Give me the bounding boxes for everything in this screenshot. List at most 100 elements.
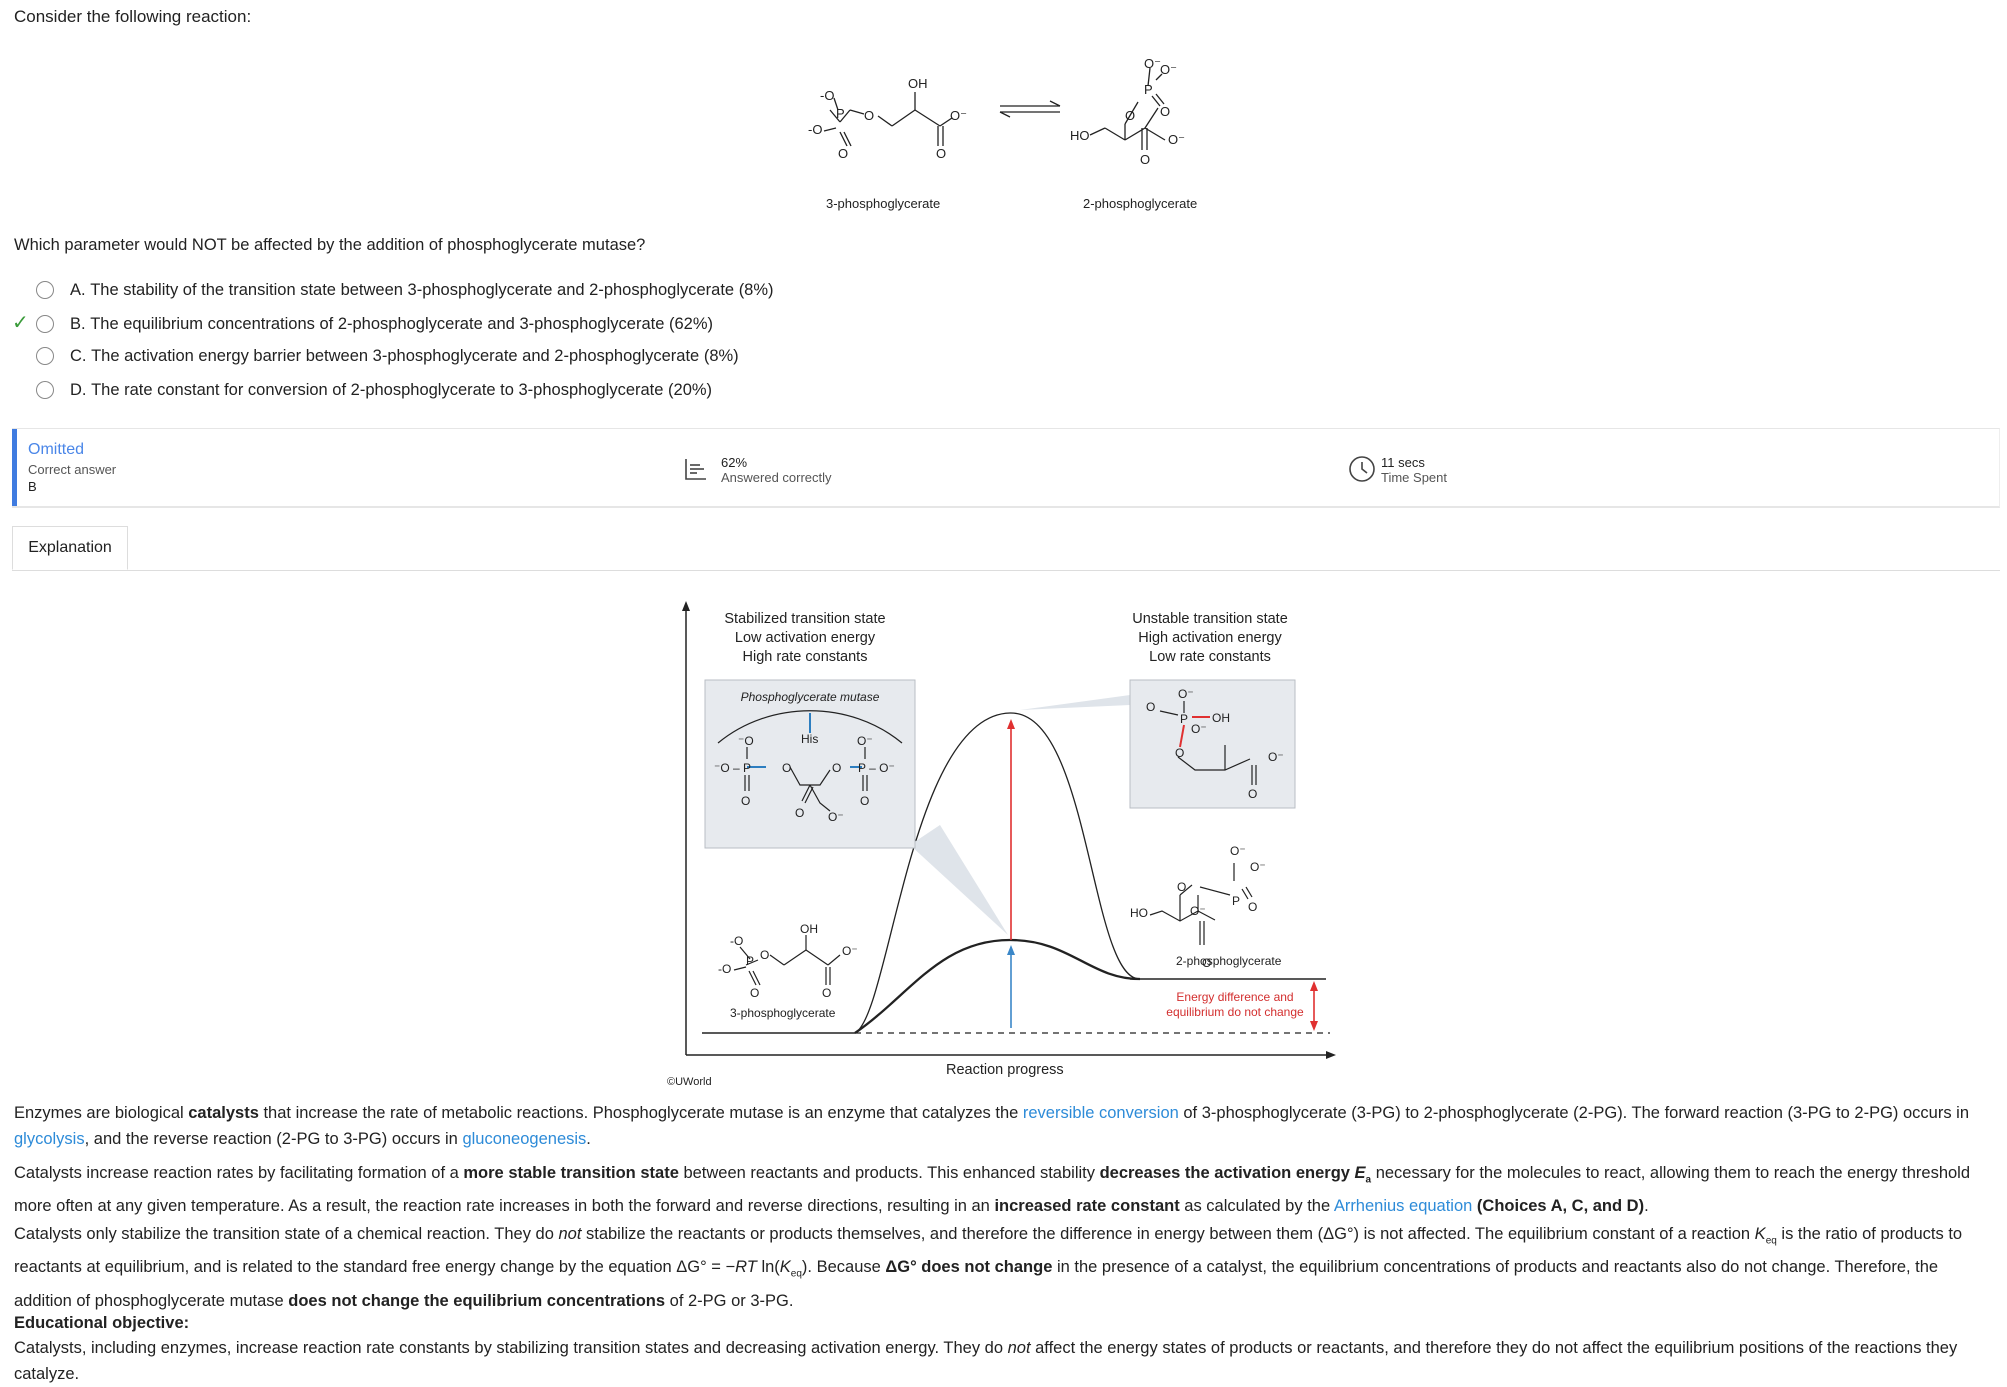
objective-text: Catalysts, including enzymes, increase r… xyxy=(14,1339,1958,1383)
link-glycolysis[interactable]: glycolysis xyxy=(14,1130,85,1148)
correct-check-icon: ✓ xyxy=(12,312,29,334)
transition-state-panel xyxy=(1129,679,1296,809)
svg-text:P – O⁻: P – O⁻ xyxy=(858,761,895,775)
diagram-reactant-label: 3-phosphoglycerate xyxy=(730,1006,836,1020)
svg-text:O: O xyxy=(838,146,848,161)
link-reversible-conversion[interactable]: reversible conversion xyxy=(1022,1104,1179,1122)
svg-text:-O: -O xyxy=(730,934,743,948)
svg-text:OH: OH xyxy=(1212,711,1230,725)
uncatalyzed-curve xyxy=(854,712,1141,1034)
svg-text:O⁻: O⁻ xyxy=(1144,56,1161,71)
svg-text:O: O xyxy=(864,108,874,123)
option-a[interactable]: A. The stability of the transition state… xyxy=(36,276,774,304)
status-text: Omitted xyxy=(28,441,85,458)
svg-text:P: P xyxy=(1144,82,1153,97)
svg-text:⁻O – P: ⁻O – P xyxy=(714,761,751,775)
svg-text:P: P xyxy=(1232,894,1240,908)
radio-button[interactable] xyxy=(36,281,54,299)
svg-text:O⁻: O⁻ xyxy=(828,810,844,824)
svg-text:O: O xyxy=(1175,746,1184,760)
svg-text:O: O xyxy=(750,986,759,1000)
svg-text:O: O xyxy=(1146,700,1155,714)
svg-text:O⁻: O⁻ xyxy=(1178,687,1194,701)
svg-text:O: O xyxy=(795,806,804,820)
explanation-paragraph-3: Catalysts only stabilize the transition … xyxy=(14,1225,1963,1310)
svg-text:O: O xyxy=(1177,880,1186,894)
objective-title: Educational objective: xyxy=(14,1314,190,1332)
option-text: The activation energy barrier between 3-… xyxy=(91,346,700,365)
link-gluconeogenesis[interactable]: gluconeogenesis xyxy=(462,1130,587,1148)
x-axis-label: Reaction progress xyxy=(946,1062,1064,1078)
percent-correct-value: 62% xyxy=(721,455,748,470)
time-spent-label: Time Spent xyxy=(1381,470,1447,485)
option-letter: C. xyxy=(70,346,87,365)
svg-text:O: O xyxy=(1202,956,1211,970)
option-percent: (62%) xyxy=(668,314,713,333)
svg-text:O⁻: O⁻ xyxy=(1160,62,1177,77)
radio-button[interactable] xyxy=(36,347,54,365)
question-stem: Which parameter would NOT be affected by… xyxy=(14,236,646,254)
enzyme-panel xyxy=(704,679,916,849)
svg-text:O: O xyxy=(860,794,869,808)
svg-text:O: O xyxy=(832,761,841,775)
clock-icon xyxy=(1349,456,1375,482)
option-text: The equilibrium concentrations of 2-phos… xyxy=(90,314,665,333)
correct-answer-value: B xyxy=(28,479,37,494)
link-arrhenius[interactable]: Arrhenius equation xyxy=(1333,1197,1473,1216)
product-label: 2-phosphoglycerate xyxy=(1083,196,1198,211)
radio-button[interactable] xyxy=(36,315,54,333)
option-percent: (8%) xyxy=(703,346,739,365)
svg-text:O: O xyxy=(782,761,791,775)
svg-text:O: O xyxy=(936,146,946,161)
svg-text:O: O xyxy=(1248,787,1257,801)
svg-text:O⁻: O⁻ xyxy=(1230,844,1246,858)
option-letter: A. xyxy=(70,280,86,299)
option-percent: (8%) xyxy=(738,280,774,299)
credit-label: ©UWorld xyxy=(667,1076,712,1088)
question-prompt: Consider the following reaction: xyxy=(14,7,252,26)
stats-bar: Omitted Correct answer B 62% Answered co… xyxy=(12,428,2000,508)
stats-accent xyxy=(12,429,17,506)
option-c[interactable]: C. The activation energy barrier between… xyxy=(36,342,739,370)
catalyzed-curve xyxy=(854,938,1141,1034)
svg-text:-O: -O xyxy=(718,962,731,976)
option-percent: (20%) xyxy=(668,380,713,399)
svg-text:O: O xyxy=(760,948,769,962)
option-text: The rate constant for conversion of 2-ph… xyxy=(91,380,664,399)
option-letter: B. xyxy=(70,314,86,333)
svg-text:O⁻: O⁻ xyxy=(1250,860,1266,874)
svg-text:O: O xyxy=(741,794,750,808)
svg-text:OH: OH xyxy=(908,76,928,91)
percent-correct-label: Answered correctly xyxy=(721,470,832,485)
tab-explanation[interactable]: Explanation xyxy=(12,526,128,570)
svg-text:P: P xyxy=(746,954,754,968)
explanation-paragraph-1: Enzymes are biological catalysts that in… xyxy=(14,1104,1970,1148)
svg-text:O⁻: O⁻ xyxy=(842,944,858,958)
svg-text:O⁻: O⁻ xyxy=(1191,722,1207,736)
time-spent-value: 11 secs xyxy=(1381,455,1425,470)
stats-chart-icon xyxy=(685,459,706,480)
svg-text:⁻O: ⁻O xyxy=(738,734,754,748)
radio-button[interactable] xyxy=(36,381,54,399)
option-d[interactable]: D. The rate constant for conversion of 2… xyxy=(36,376,712,404)
option-b[interactable]: B. The equilibrium concentrations of 2-p… xyxy=(36,310,713,338)
correct-answer-label: Correct answer xyxy=(28,462,117,477)
svg-text:O: O xyxy=(1248,900,1257,914)
svg-text:HO: HO xyxy=(1070,128,1090,143)
svg-text:O: O xyxy=(1160,104,1170,119)
explanation-paragraph-2: Catalysts increase reaction rates by fac… xyxy=(14,1164,1971,1216)
his-label: His xyxy=(801,732,819,746)
svg-text:O: O xyxy=(822,986,831,1000)
diagram-product-label: 2-phosphoglycerate xyxy=(1176,954,1282,968)
svg-text:P: P xyxy=(836,106,845,121)
svg-text:-O: -O xyxy=(820,88,834,103)
enzyme-label: Phosphoglycerate mutase xyxy=(740,690,880,704)
svg-text:P: P xyxy=(1180,712,1188,726)
option-text: The stability of the transition state be… xyxy=(90,280,735,299)
svg-text:O⁻: O⁻ xyxy=(857,734,873,748)
